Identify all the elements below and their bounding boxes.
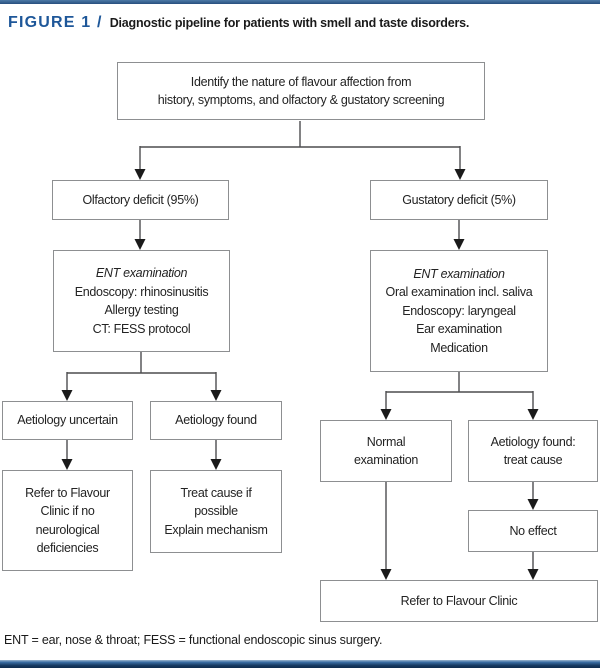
node-title: ENT examination — [413, 266, 505, 281]
node-text-line: Ear examination — [416, 322, 502, 337]
node-text-line: Identify the nature of flavour affection… — [190, 74, 412, 89]
node-text-line: Allergy testing — [104, 303, 179, 317]
node-text-line: Oral examination incl. saliva — [385, 285, 533, 300]
node-text-line: treat cause — [503, 453, 563, 467]
node-ent-examination-gustatory: ENT examination Oral examination incl. s… — [370, 250, 548, 372]
node-identify-flavour-affection: Identify the nature of flavour affection… — [117, 62, 485, 120]
node-title: ENT examination — [95, 266, 188, 280]
node-text-line: Aetiology uncertain — [17, 413, 118, 428]
node-text-line: Olfactory deficit (95%) — [82, 192, 199, 207]
node-text-line: Medication — [430, 340, 488, 355]
figure-header: FIGURE 1 / Diagnostic pipeline for patie… — [8, 14, 592, 32]
figure-number-label: FIGURE 1 / — [8, 14, 103, 31]
node-text-line: Endoscopy: laryngeal — [402, 303, 516, 318]
node-text-line: Treat cause if — [180, 485, 252, 500]
node-gustatory-deficit: Gustatory deficit (5%) — [370, 180, 548, 220]
node-text-line: Aetiology found: — [490, 434, 576, 449]
node-refer-flavour-clinic-neurological: Refer to Flavour Clinic if no neurologic… — [2, 470, 133, 571]
node-olfactory-deficit: Olfactory deficit (95%) — [52, 180, 229, 220]
node-text-line: Clinic if no — [40, 504, 95, 518]
node-text-line: history, symptoms, and olfactory & gusta… — [157, 93, 445, 107]
node-text-line: neurological — [35, 522, 100, 537]
node-treat-cause-explain-mechanism: Treat cause if possible Explain mechanis… — [150, 470, 282, 553]
node-aetiology-found-treat-cause: Aetiology found: treat cause — [468, 420, 598, 482]
node-text-line: CT: FESS protocol — [92, 321, 191, 336]
node-text-line: Normal — [366, 434, 406, 449]
node-text-line: Aetiology found — [175, 413, 257, 428]
bottom-accent-bar — [0, 660, 600, 668]
node-aetiology-found: Aetiology found — [150, 401, 282, 440]
node-aetiology-uncertain: Aetiology uncertain — [2, 401, 133, 440]
node-normal-examination: Normal examination — [320, 420, 452, 482]
top-accent-bar — [0, 0, 600, 4]
node-text-line: examination — [353, 453, 419, 467]
figure-caption: Diagnostic pipeline for patients with sm… — [109, 16, 470, 30]
node-text-line: Explain mechanism — [164, 522, 268, 537]
node-ent-examination-olfactory: ENT examination Endoscopy: rhinosinusiti… — [53, 250, 230, 352]
node-no-effect: No effect — [468, 510, 598, 552]
node-text-line: Endoscopy: rhinosinusitis — [74, 284, 209, 299]
node-refer-flavour-clinic: Refer to Flavour Clinic — [320, 580, 598, 622]
node-text-line: deficiencies — [36, 541, 99, 555]
node-text-line: Refer to Flavour — [25, 485, 110, 500]
node-text-line: No effect — [509, 523, 557, 538]
abbreviations-footnote: ENT = ear, nose & throat; FESS = functio… — [4, 633, 383, 647]
node-text-line: Gustatory deficit (5%) — [402, 192, 516, 207]
node-text-line: possible — [194, 504, 238, 519]
node-text-line: Refer to Flavour Clinic — [400, 593, 518, 608]
